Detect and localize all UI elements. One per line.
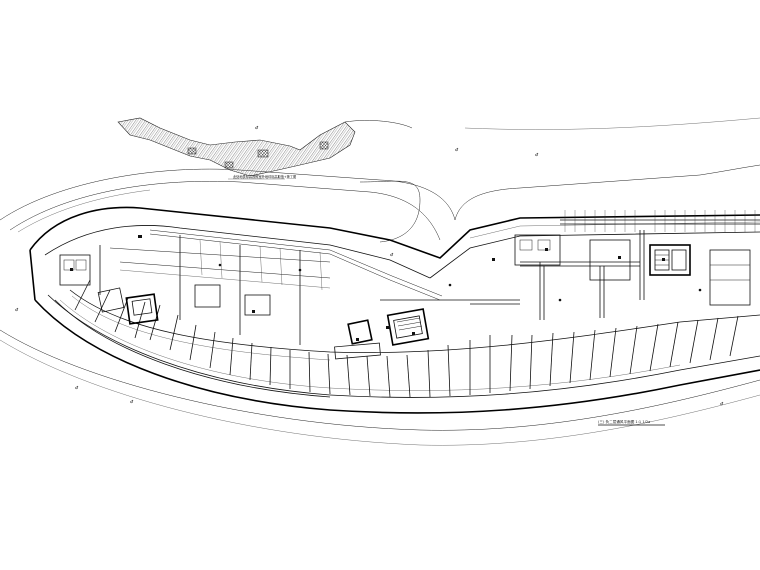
stair-core-center — [334, 308, 430, 360]
equipment-room-right — [514, 234, 751, 306]
hatched-terrain-area — [117, 117, 413, 180]
site-note-label: 此处地表标高按照室外地坪标高取值+施工图 — [233, 174, 296, 179]
building-outline — [29, 206, 760, 414]
drawing-title: (三) 负二层通风平面图 1:1 1/2a — [598, 419, 650, 424]
ductwork — [149, 219, 760, 320]
equipment-symbols — [70, 235, 702, 341]
duct-ticks — [199, 210, 756, 291]
core-rooms-left — [59, 254, 271, 325]
small-markers — [14, 125, 724, 406]
partition-walls — [74, 279, 739, 398]
site-boundary — [0, 117, 760, 446]
